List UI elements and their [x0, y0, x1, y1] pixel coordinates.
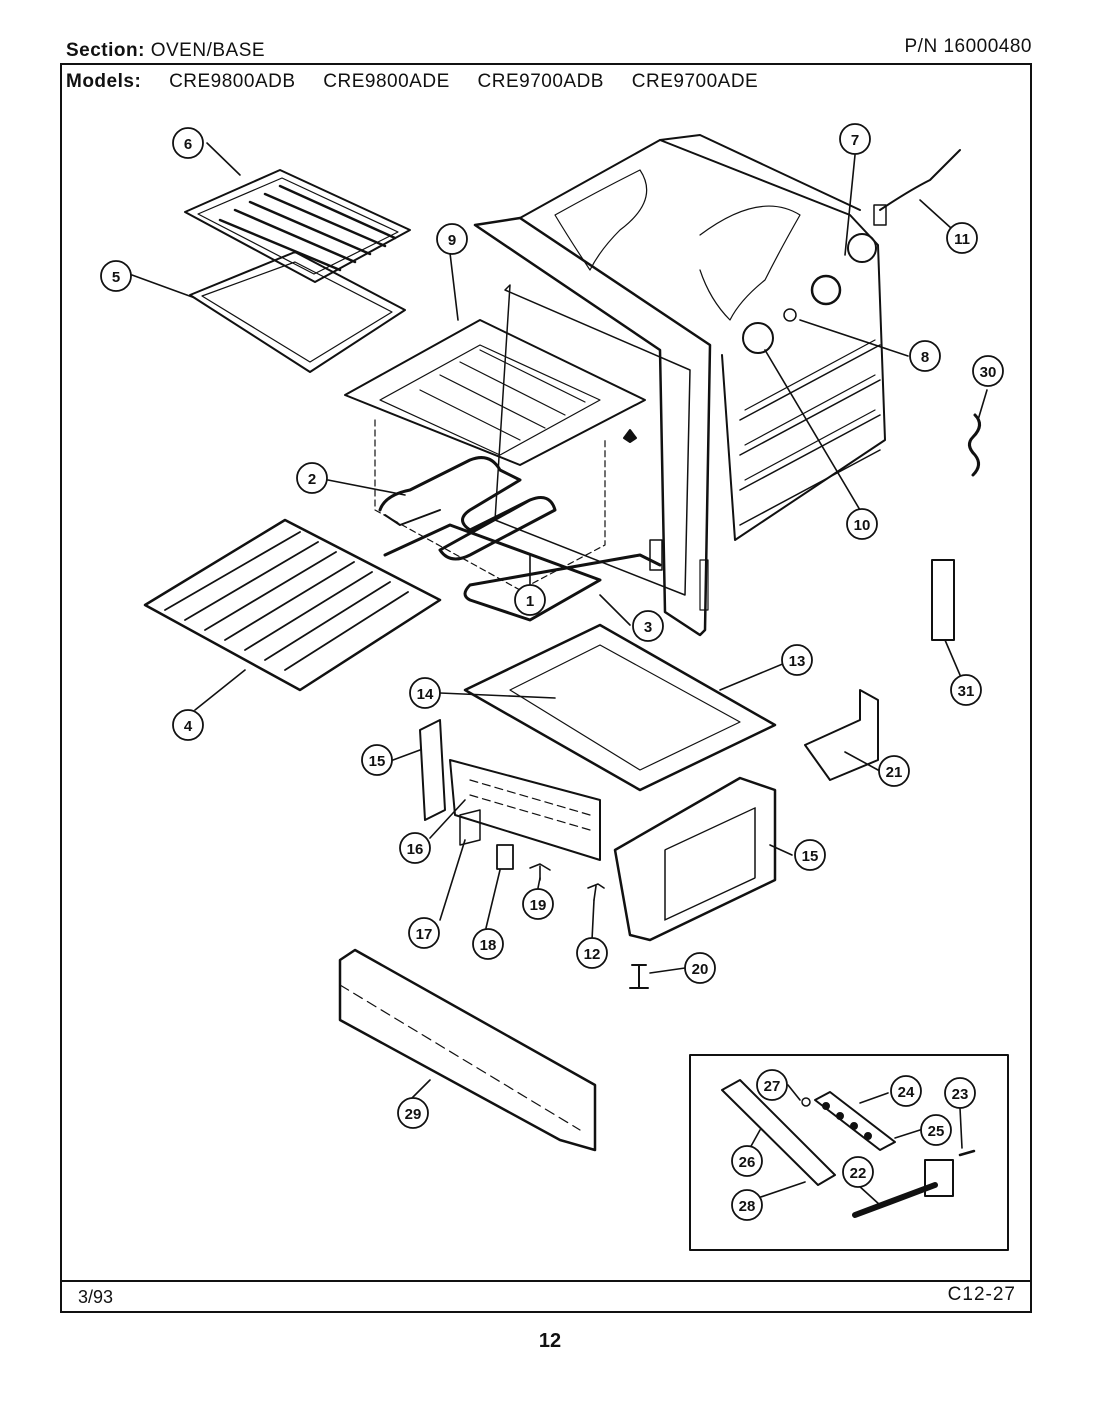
svg-text:1: 1 — [526, 593, 534, 610]
callout-8: 8 — [909, 340, 941, 372]
svg-text:2: 2 — [308, 471, 316, 488]
svg-text:6: 6 — [184, 136, 192, 153]
svg-text:29: 29 — [405, 1106, 422, 1123]
models-label: Models: — [66, 71, 142, 92]
svg-text:26: 26 — [739, 1154, 756, 1171]
callout-15: 15 — [361, 744, 393, 776]
callout-30: 30 — [972, 355, 1004, 387]
svg-text:17: 17 — [416, 926, 433, 943]
callout-14: 14 — [409, 677, 441, 709]
broiler-pan — [189, 251, 406, 373]
small-hardware — [496, 844, 649, 989]
svg-text:18: 18 — [480, 937, 497, 954]
leader-lines — [131, 142, 988, 1206]
svg-text:24: 24 — [898, 1084, 915, 1101]
section-value: OVEN/BASE — [150, 40, 266, 61]
callout-4: 4 — [172, 709, 204, 741]
callout-22: 22 — [842, 1156, 874, 1188]
callout-5: 5 — [100, 260, 132, 292]
svg-text:30: 30 — [980, 364, 997, 381]
oven-lamp-assembly — [742, 274, 842, 354]
svg-text:21: 21 — [886, 764, 903, 781]
svg-text:11: 11 — [954, 231, 970, 248]
callout-11: 11 — [946, 222, 978, 254]
callout-16: 16 — [399, 832, 431, 864]
svg-text:3: 3 — [644, 619, 652, 636]
model-number: CRE9800ADE — [323, 71, 450, 92]
callout-2: 2 — [296, 462, 328, 494]
svg-text:4: 4 — [184, 718, 193, 735]
model-number: CRE9700ADB — [477, 71, 604, 92]
bracket — [804, 689, 879, 781]
broiler-pan-insert — [184, 169, 411, 283]
page-number: 12 — [538, 1330, 562, 1352]
callout-23: 23 — [944, 1077, 976, 1109]
model-number: CRE9800ADB — [169, 71, 296, 92]
diagram-frame — [60, 63, 1032, 1313]
svg-text:15: 15 — [369, 753, 386, 770]
svg-text:20: 20 — [692, 961, 709, 978]
oven-bottom-panel — [463, 623, 777, 792]
inset-parts — [721, 1079, 976, 1218]
callout-21: 21 — [878, 755, 910, 787]
svg-text:16: 16 — [407, 841, 424, 858]
callout-20: 20 — [684, 952, 716, 984]
page-code: C12-27 — [947, 1284, 1016, 1305]
svg-text:31: 31 — [958, 683, 975, 700]
models-heading: Models: CRE9800ADB CRE9800ADE CRE9700ADB… — [66, 71, 758, 93]
svg-text:9: 9 — [448, 232, 456, 249]
bake-element — [383, 523, 663, 622]
callout-15: 15 — [794, 839, 826, 871]
svg-text:10: 10 — [854, 517, 871, 534]
oven-rack — [143, 518, 442, 692]
revision-date: 3/93 — [78, 1287, 114, 1307]
svg-text:7: 7 — [851, 132, 859, 149]
svg-text:15: 15 — [802, 848, 819, 865]
svg-text:12: 12 — [584, 946, 601, 963]
wiring-parts — [873, 149, 981, 641]
svg-text:13: 13 — [789, 653, 806, 670]
svg-text:27: 27 — [764, 1078, 781, 1095]
callout-19: 19 — [522, 888, 554, 920]
callout-28: 28 — [731, 1189, 763, 1221]
callout-1: 1 — [514, 584, 546, 616]
inset-box — [689, 1054, 1009, 1251]
broil-element-assembly — [344, 319, 646, 591]
part-number: P/N 16000480 — [904, 36, 1032, 57]
callout-6: 6 — [172, 127, 204, 159]
callout-9: 9 — [436, 223, 468, 255]
callout-27: 27 — [756, 1069, 788, 1101]
svg-text:19: 19 — [530, 897, 547, 914]
callout-29: 29 — [397, 1097, 429, 1129]
callout-3: 3 — [632, 610, 664, 642]
callout-13: 13 — [781, 644, 813, 676]
svg-text:28: 28 — [739, 1198, 756, 1215]
footer-rule — [60, 1280, 1032, 1282]
svg-text:22: 22 — [850, 1165, 867, 1182]
callout-31: 31 — [950, 674, 982, 706]
callout-24: 24 — [890, 1075, 922, 1107]
callout-12: 12 — [576, 937, 608, 969]
section-heading: Section: OVEN/BASE — [66, 40, 265, 62]
callout-18: 18 — [472, 928, 504, 960]
callout-10: 10 — [846, 508, 878, 540]
base-frame — [419, 719, 777, 942]
oven-cavity — [473, 134, 886, 637]
callout-7: 7 — [839, 123, 871, 155]
callout-17: 17 — [408, 917, 440, 949]
svg-text:14: 14 — [417, 686, 434, 703]
svg-text:8: 8 — [921, 349, 929, 366]
drawer-liner — [338, 948, 597, 1152]
svg-text:25: 25 — [928, 1123, 945, 1140]
callout-26: 26 — [731, 1145, 763, 1177]
model-number: CRE9700ADE — [631, 71, 759, 92]
section-label: Section: — [66, 40, 145, 61]
svg-text:5: 5 — [112, 269, 120, 286]
svg-text:23: 23 — [952, 1086, 969, 1103]
broil-element — [378, 456, 557, 561]
callout-25: 25 — [920, 1114, 952, 1146]
callouts: 1 2 3 4 5 6 7 8 9 10 11 12 13 14 15 15 1… — [100, 123, 1004, 1221]
